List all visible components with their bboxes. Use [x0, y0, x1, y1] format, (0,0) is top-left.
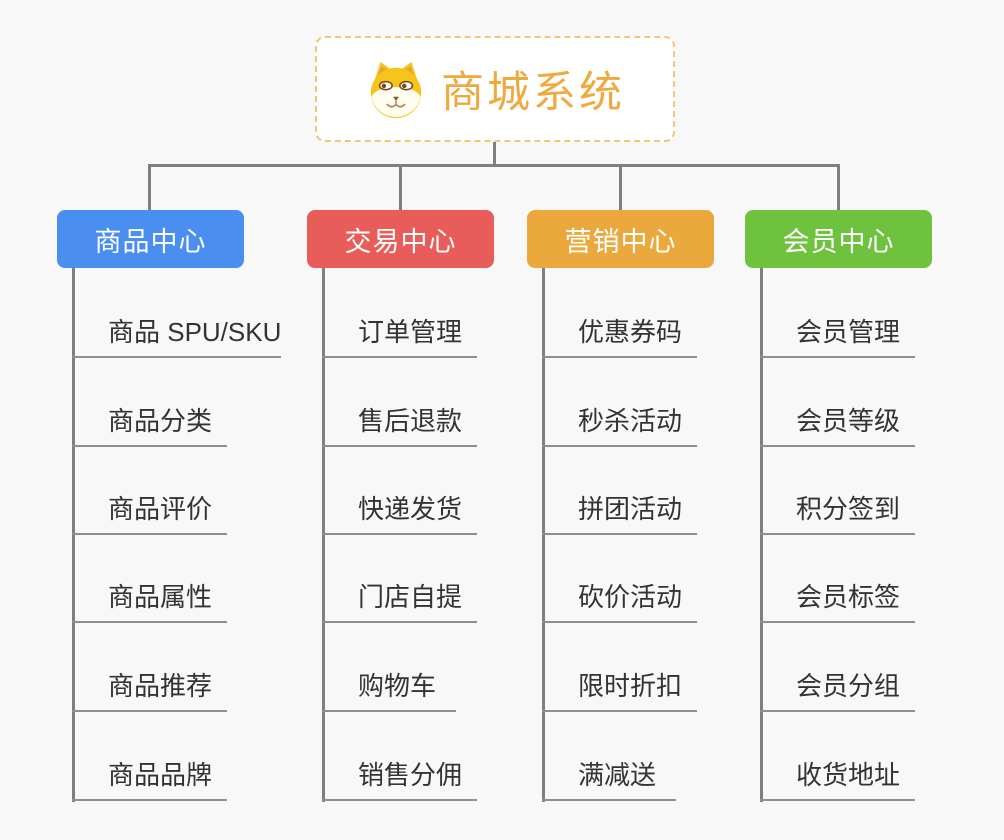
- branch-label: 会员中心: [782, 226, 895, 257]
- connector-bus: [148, 164, 840, 167]
- leaf-node[interactable]: 积分签到: [760, 485, 915, 535]
- leaf-node[interactable]: 砍价活动: [542, 573, 697, 623]
- leaf-node[interactable]: 商品 SPU/SKU: [72, 308, 281, 358]
- connector-root-stub: [493, 142, 496, 166]
- leaf-node[interactable]: 收货地址: [760, 751, 915, 801]
- leaf-node[interactable]: 订单管理: [322, 308, 477, 358]
- leaf-node[interactable]: 会员分组: [760, 662, 915, 712]
- leaf-node[interactable]: 商品推荐: [72, 662, 227, 712]
- leaf-node[interactable]: 优惠券码: [542, 308, 697, 358]
- connector-drop-3: [619, 166, 622, 210]
- branch-node-member-center[interactable]: 会员中心: [745, 210, 932, 268]
- leaf-node[interactable]: 会员等级: [760, 397, 915, 447]
- leaf-node[interactable]: 售后退款: [322, 397, 477, 447]
- leaf-node[interactable]: 会员标签: [760, 573, 915, 623]
- branch-node-product-center[interactable]: 商品中心: [57, 210, 244, 268]
- branch-node-marketing-center[interactable]: 营销中心: [527, 210, 714, 268]
- leaf-node[interactable]: 门店自提: [322, 573, 477, 623]
- branch-label: 交易中心: [344, 226, 457, 257]
- leaf-node[interactable]: 销售分佣: [322, 751, 477, 801]
- branch-node-trade-center[interactable]: 交易中心: [307, 210, 494, 268]
- leaf-node[interactable]: 购物车: [322, 662, 456, 712]
- branch-label: 商品中心: [94, 226, 207, 257]
- leaf-node[interactable]: 满减送: [542, 751, 676, 801]
- root-node-mall-system[interactable]: 商城系统: [315, 36, 675, 142]
- leaf-node[interactable]: 商品属性: [72, 573, 227, 623]
- branch-children-product-center: 商品 SPU/SKU 商品分类 商品评价 商品属性 商品推荐 商品品牌: [72, 268, 302, 802]
- branch-children-marketing-center: 优惠券码 秒杀活动 拼团活动 砍价活动 限时折扣 满减送: [542, 268, 772, 802]
- branch-label: 营销中心: [564, 226, 677, 257]
- connector-drop-1: [148, 166, 151, 210]
- leaf-node[interactable]: 快递发货: [322, 485, 477, 535]
- leaf-node[interactable]: 商品分类: [72, 397, 227, 447]
- branch-children-member-center: 会员管理 会员等级 积分签到 会员标签 会员分组 收货地址: [760, 268, 990, 802]
- leaf-node[interactable]: 商品品牌: [72, 751, 227, 801]
- leaf-node[interactable]: 秒杀活动: [542, 397, 697, 447]
- connector-drop-4: [837, 166, 840, 210]
- leaf-node[interactable]: 限时折扣: [542, 662, 697, 712]
- branch-children-trade-center: 订单管理 售后退款 快递发货 门店自提 购物车 销售分佣: [322, 268, 552, 802]
- leaf-node[interactable]: 拼团活动: [542, 485, 697, 535]
- dog-icon: [370, 61, 422, 119]
- connector-drop-2: [399, 166, 402, 210]
- leaf-node[interactable]: 会员管理: [760, 308, 915, 358]
- leaf-node[interactable]: 商品评价: [72, 485, 227, 535]
- root-title: 商城系统: [441, 69, 625, 117]
